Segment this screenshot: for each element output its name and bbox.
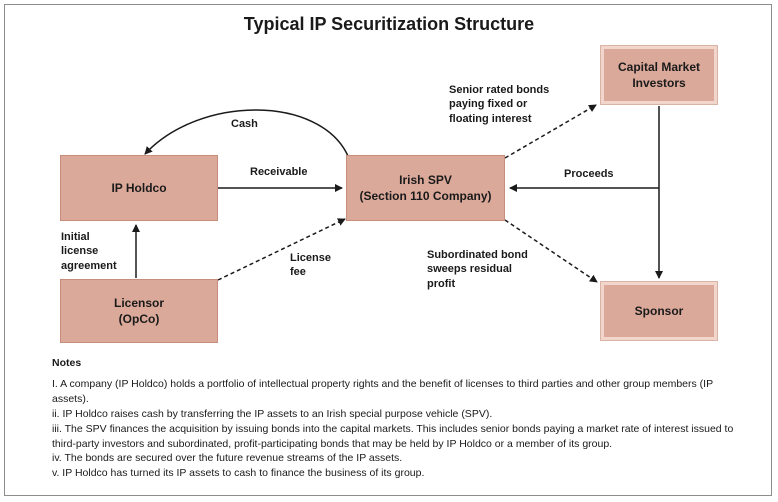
notes-section: Notes I. A company (IP Holdco) holds a p… xyxy=(52,356,752,481)
note-item: I. A company (IP Holdco) holds a portfol… xyxy=(52,377,713,405)
license-fee-label: License fee xyxy=(290,252,331,279)
sponsor-box: Sponsor xyxy=(601,282,717,340)
note-item: ii. IP Holdco raises cash by transferrin… xyxy=(52,407,493,420)
senior-bonds-arrow xyxy=(504,104,597,159)
senior-bonds-label: Senior rated bonds paying fixed or float… xyxy=(449,84,550,125)
subordinated-bond-arrow xyxy=(504,219,598,283)
initial-license-label: Initial license agreement xyxy=(61,231,117,272)
ip-holdco-box: IP Holdco xyxy=(60,155,218,221)
license-fee-arrow xyxy=(217,218,346,281)
capital-market-investors-box: Capital Market Investors xyxy=(601,46,717,104)
cash-label: Cash xyxy=(231,118,258,130)
note-item: iii. The SPV finances the acquisition by… xyxy=(52,422,734,450)
licensor-box: Licensor (OpCo) xyxy=(60,279,218,343)
irish-spv-box: Irish SPV (Section 110 Company) xyxy=(346,155,505,221)
note-item: iv. The bonds are secured over the futur… xyxy=(52,452,403,465)
note-item: v. IP Holdco has turned its IP assets to… xyxy=(52,467,425,480)
receivable-label: Receivable xyxy=(250,166,308,178)
proceeds-label: Proceeds xyxy=(564,168,614,180)
cash-arrow xyxy=(144,109,349,157)
notes-heading: Notes xyxy=(52,357,82,369)
diagram-title: Typical IP Securitization Structure xyxy=(243,14,535,34)
subordinated-bond-label: Subordinated bond sweeps residual profit xyxy=(427,249,528,290)
